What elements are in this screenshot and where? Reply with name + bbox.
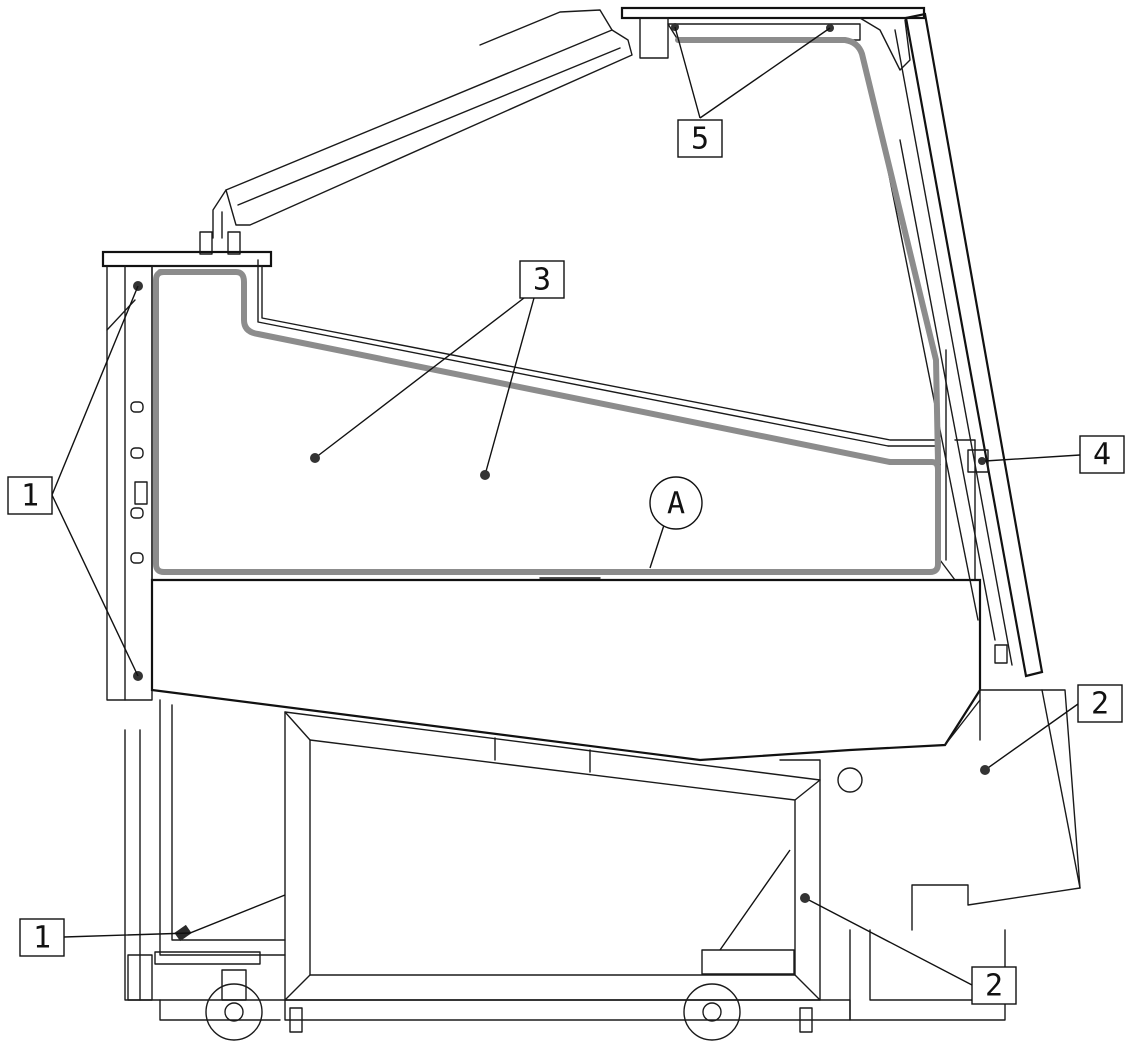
- svg-text:1: 1: [21, 479, 39, 514]
- callout-label-2-bottom: 2: [971, 966, 1017, 1005]
- svg-text:1: 1: [33, 921, 51, 956]
- svg-text:3: 3: [533, 263, 551, 298]
- door-gasket-detail-a: [153, 269, 941, 575]
- callout-label-1-top: 1: [7, 476, 53, 515]
- front-glass: [879, 12, 1044, 678]
- callout-label-4: 4: [1079, 435, 1125, 474]
- callout-label-2-right: 2: [1077, 684, 1123, 723]
- leader-lines: [51, 26, 1081, 986]
- left-lower-frame: [124, 699, 286, 1041]
- svg-text:4: 4: [1093, 438, 1111, 473]
- vertical-gasket: [675, 37, 941, 465]
- display-compartment: [151, 259, 976, 581]
- svg-text:A: A: [667, 487, 685, 522]
- svg-text:2: 2: [985, 969, 1003, 1004]
- base-tray: [150, 577, 982, 762]
- callout-label-5: 5: [677, 119, 723, 158]
- svg-text:5: 5: [691, 122, 709, 157]
- right-front-panel: [911, 689, 1081, 931]
- callout-label-3: 3: [519, 260, 565, 299]
- top-arm-assembly: [199, 9, 633, 255]
- callout-label-1-bottom: 1: [19, 918, 65, 957]
- svg-text:2: 2: [1091, 687, 1109, 722]
- callout-detail-a: A: [649, 476, 703, 530]
